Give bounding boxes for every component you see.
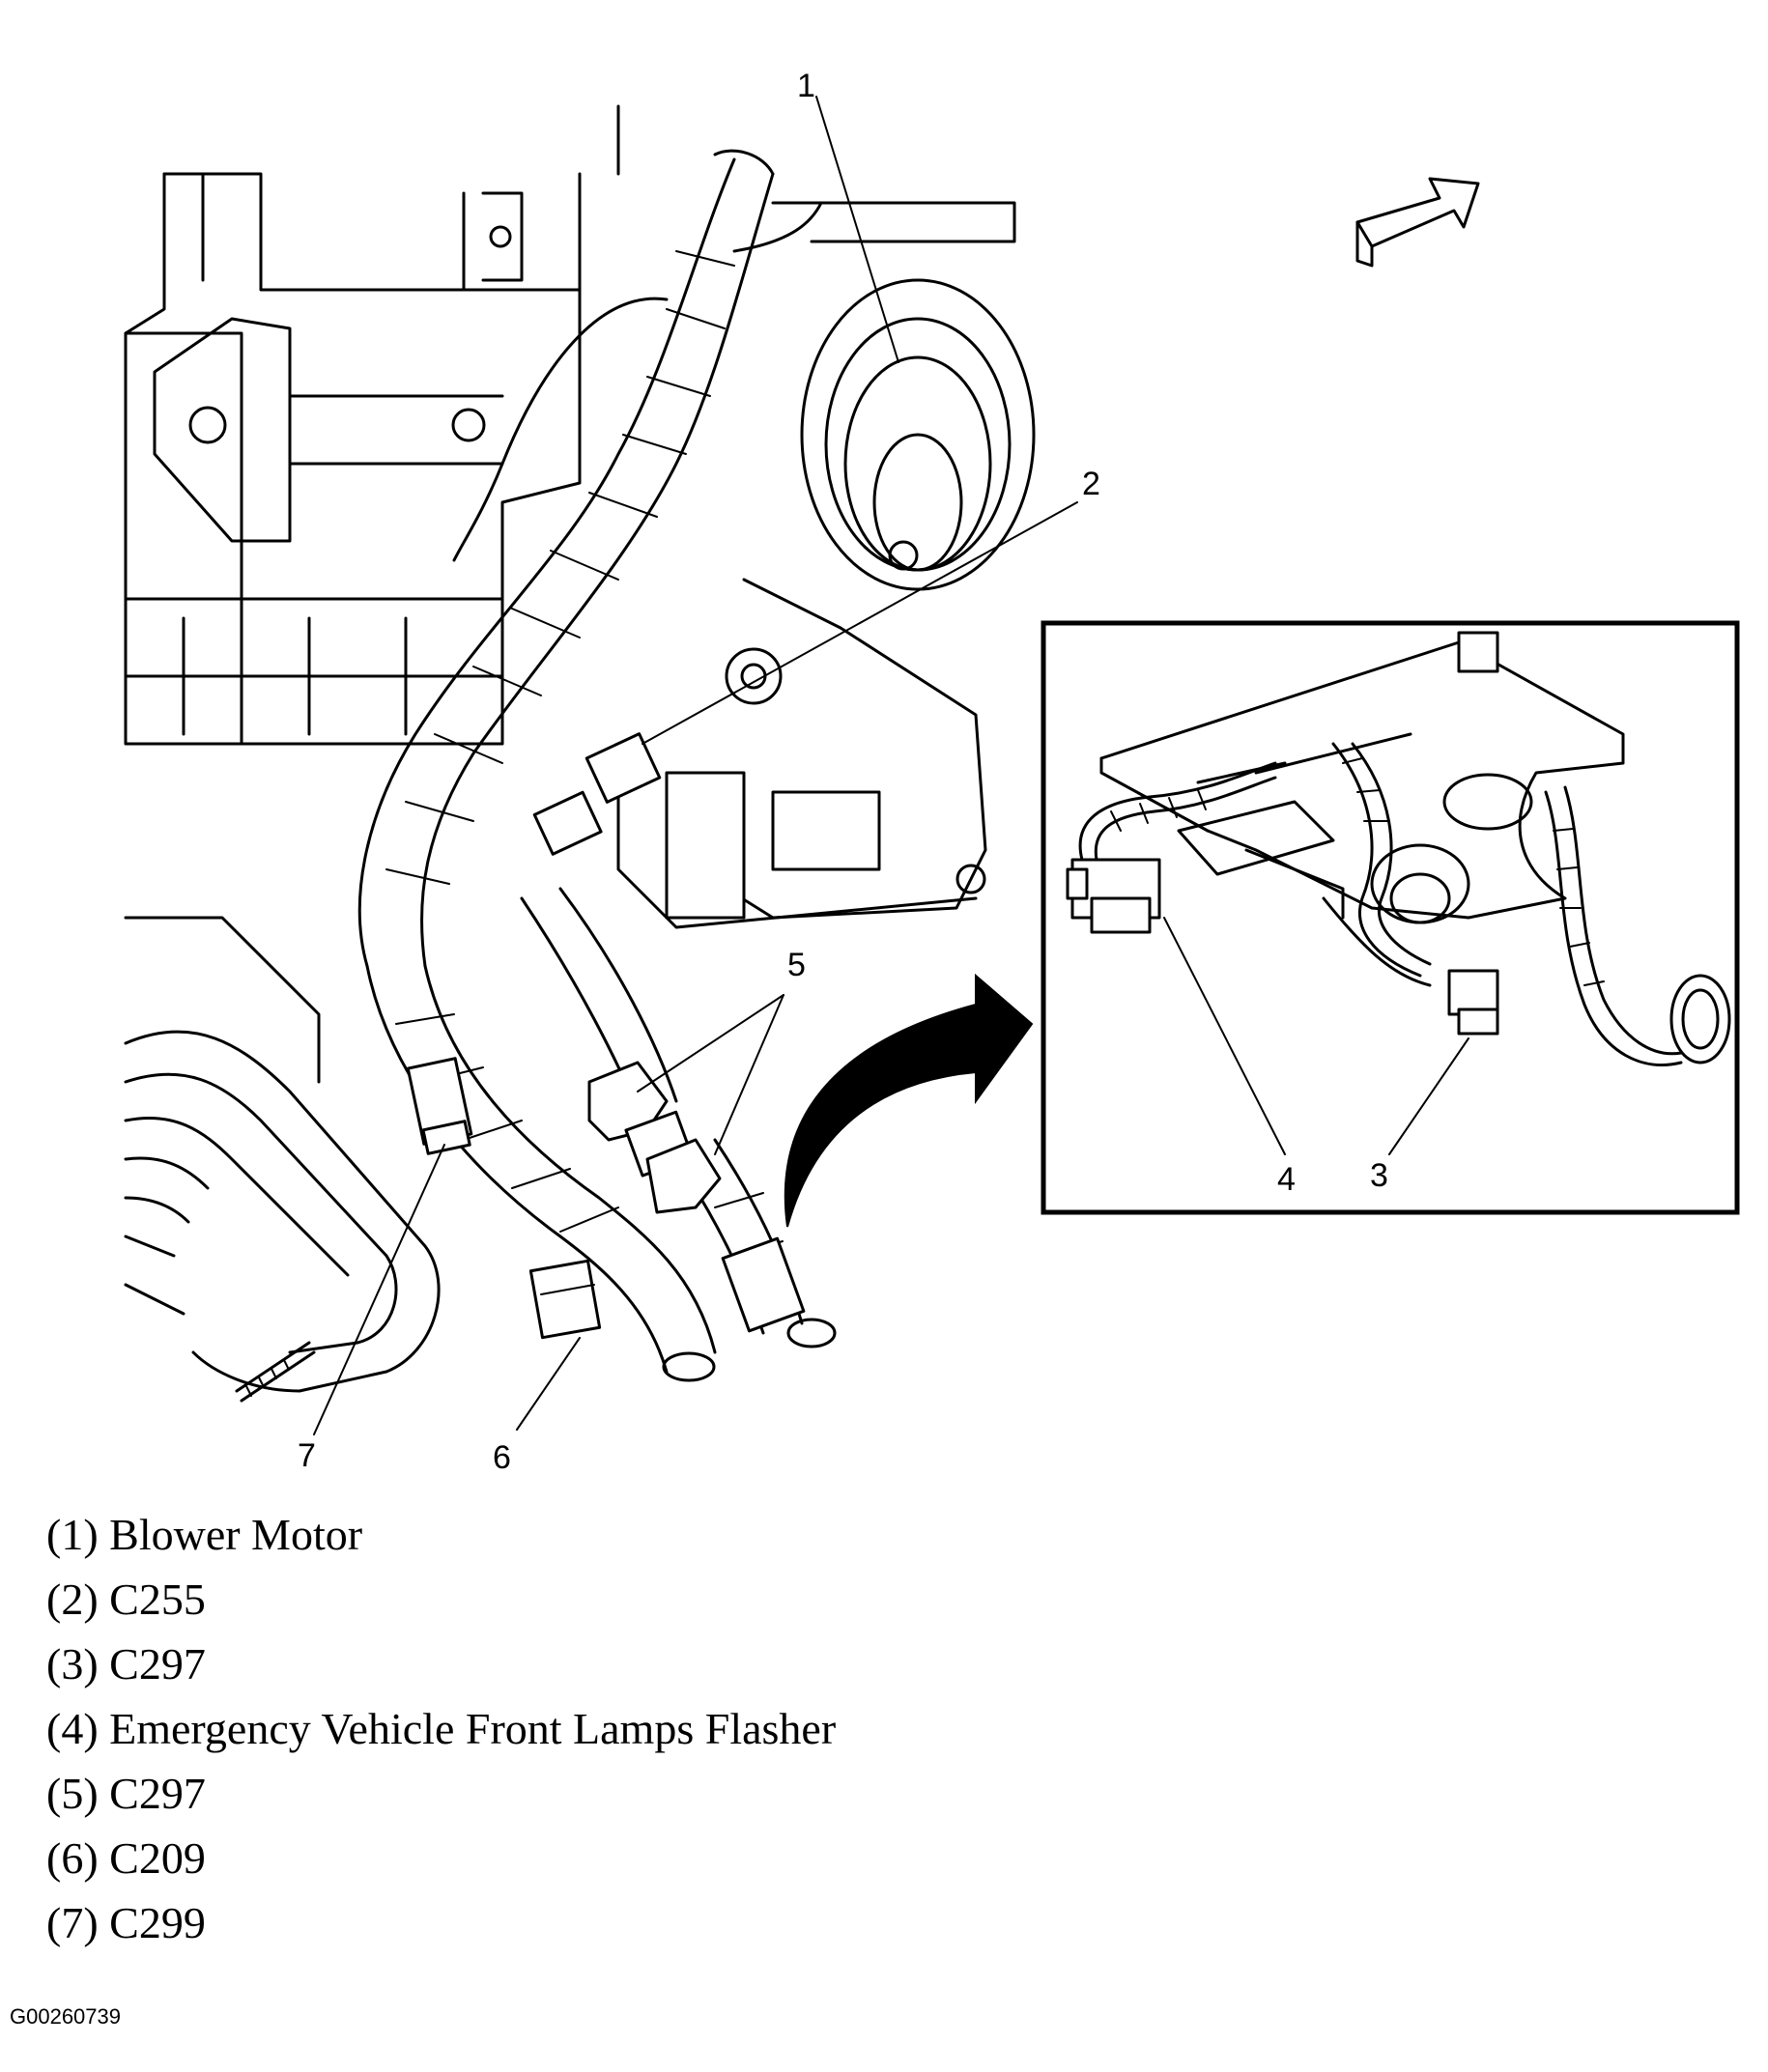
hvac-housing — [124, 104, 620, 746]
callout-3: 3 — [1370, 1157, 1388, 1194]
callout-1: 1 — [797, 68, 815, 104]
legend-item: (1) Blower Motor — [46, 1510, 363, 1559]
legend-item: (4) Emergency Vehicle Front Lamps Flashe… — [46, 1704, 837, 1753]
legend-item: (3) C297 — [46, 1639, 206, 1689]
legend-item: (6) C209 — [46, 1833, 206, 1883]
blower-motor — [616, 201, 1036, 929]
control-module — [124, 916, 441, 1403]
callout-5: 5 — [787, 947, 806, 983]
direction-arrow-icon — [1355, 177, 1480, 268]
connector-c209 — [528, 1259, 602, 1340]
connector-c255 — [532, 732, 662, 856]
legend-list: (1) Blower Motor (2) C255 (3) C297 (4) E… — [46, 1502, 836, 1955]
leader-lines — [313, 96, 1469, 1435]
callout-4: 4 — [1277, 1161, 1296, 1198]
callout-2: 2 — [1082, 466, 1100, 502]
legend-item: (5) C297 — [46, 1769, 206, 1818]
figure-id: G00260739 — [10, 2004, 121, 2029]
legend-item: (2) C255 — [46, 1575, 206, 1624]
wiring-harness — [357, 149, 837, 1382]
pointer-arrow-icon — [784, 973, 1034, 1228]
connector-c297-pair — [587, 1061, 722, 1214]
wiring-diagram: 1 2 5 3 4 6 7 — [124, 68, 1740, 1476]
callout-6: 6 — [493, 1439, 511, 1476]
detail-inset — [1041, 620, 1740, 1215]
callout-7: 7 — [298, 1437, 316, 1474]
legend-item: (7) C299 — [46, 1898, 206, 1947]
connector-c299 — [406, 1057, 473, 1155]
